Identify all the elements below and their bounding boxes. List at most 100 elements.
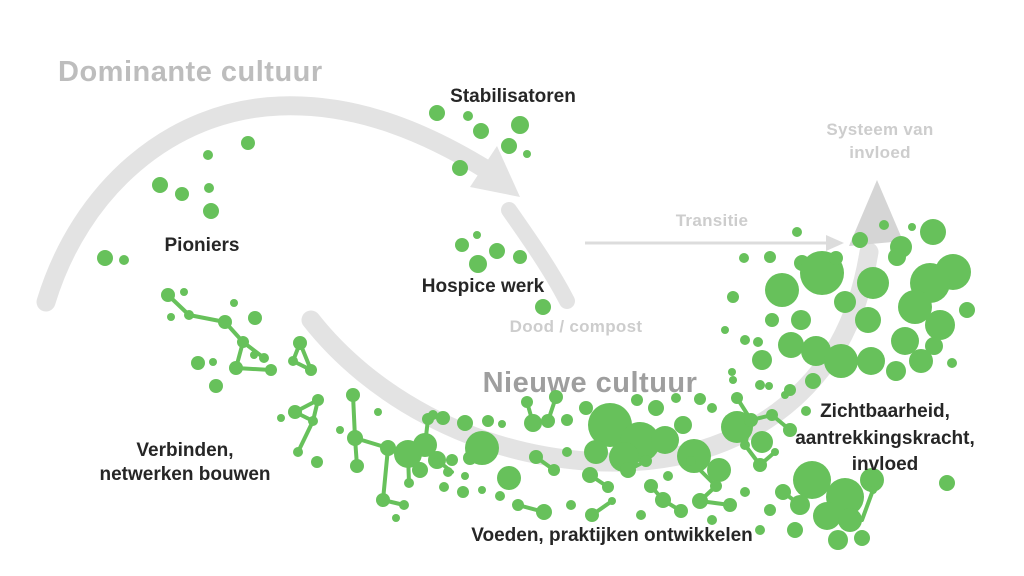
- network-dot: [744, 413, 758, 427]
- network-dot: [312, 394, 324, 406]
- network-dot: [813, 502, 841, 530]
- network-dot: [175, 187, 189, 201]
- network-dot: [529, 450, 543, 464]
- network-dot: [501, 138, 517, 154]
- network-dot: [511, 116, 529, 134]
- labels-layer: Stabilisatoren Pioniers Hospice werk Doo…: [99, 86, 974, 546]
- new-culture-title: Nieuwe cultuur: [483, 367, 698, 399]
- network-dot: [392, 514, 400, 522]
- network-dot: [765, 273, 799, 307]
- network-dot: [457, 486, 469, 498]
- network-dot: [293, 447, 303, 457]
- network-dot: [191, 356, 205, 370]
- network-dot: [908, 223, 916, 231]
- network-dot: [784, 384, 796, 396]
- network-dot: [465, 431, 499, 465]
- network-dot: [631, 394, 643, 406]
- network-dot: [473, 123, 489, 139]
- network-dot: [620, 462, 636, 478]
- network-dot: [854, 530, 870, 546]
- network-dot: [180, 288, 188, 296]
- hospice-work-label: Hospice werk: [422, 276, 545, 297]
- network-dot: [536, 504, 552, 520]
- network-dot: [562, 447, 572, 457]
- network-dot: [374, 408, 382, 416]
- network-dot: [677, 439, 711, 473]
- network-dot: [305, 364, 317, 376]
- network-dot: [549, 390, 563, 404]
- network-dot: [579, 401, 593, 415]
- network-dot: [237, 336, 249, 348]
- network-dot: [765, 382, 773, 390]
- network-dot: [778, 332, 804, 358]
- stabilizers-label: Stabilisatoren: [450, 86, 576, 107]
- network-dot: [805, 373, 821, 389]
- network-dot: [674, 504, 688, 518]
- network-dot: [584, 440, 608, 464]
- network-dot: [729, 376, 737, 384]
- network-dot: [694, 393, 706, 405]
- network-dot: [898, 290, 932, 324]
- network-dot: [455, 238, 469, 252]
- visibility-label-line1: Zichtbaarheid,: [820, 401, 950, 422]
- network-dot: [582, 467, 598, 483]
- network-dot: [886, 361, 906, 381]
- network-dot: [888, 248, 906, 266]
- dominant-culture-title: Dominante cultuur: [58, 56, 323, 88]
- network-dot: [740, 335, 750, 345]
- network-dot: [413, 433, 437, 457]
- network-dot: [336, 426, 344, 434]
- network-dot: [648, 400, 664, 416]
- network-dot: [775, 484, 791, 500]
- network-dot: [891, 327, 919, 355]
- network-dot: [783, 423, 797, 437]
- network-dot: [446, 454, 458, 466]
- network-dot: [721, 326, 729, 334]
- network-dot: [495, 491, 505, 501]
- network-dot: [167, 313, 175, 321]
- network-edge: [860, 488, 875, 522]
- network-dot: [541, 414, 555, 428]
- network-dot: [663, 471, 673, 481]
- network-dot: [439, 482, 449, 492]
- network-dot: [727, 291, 739, 303]
- new-culture-arc: [301, 242, 879, 472]
- network-dot: [161, 288, 175, 302]
- network-dot: [347, 430, 363, 446]
- arcs-layer: [36, 96, 903, 472]
- network-dot: [829, 251, 843, 265]
- connect-label-line1: Verbinden,: [136, 440, 233, 461]
- network-dot: [203, 203, 219, 219]
- decline-tail-arc: [501, 202, 575, 309]
- network-dot: [838, 508, 862, 532]
- network-dot: [787, 522, 803, 538]
- network-dot: [259, 353, 269, 363]
- network-dot: [860, 468, 884, 492]
- network-dot: [651, 426, 679, 454]
- network-dot: [428, 410, 438, 420]
- network-dot: [489, 243, 505, 259]
- network-dot: [728, 368, 736, 376]
- network-dot: [399, 500, 409, 510]
- network-dot: [731, 392, 743, 404]
- network-dot: [755, 525, 765, 535]
- network-dot: [311, 456, 323, 468]
- network-dot: [97, 250, 113, 266]
- network-dot: [740, 440, 750, 450]
- network-dot: [229, 361, 243, 375]
- network-dot: [429, 105, 445, 121]
- network-dot: [765, 313, 779, 327]
- network-dot: [265, 364, 277, 376]
- network-dot: [692, 493, 708, 509]
- network-dot: [771, 448, 779, 456]
- network-dot: [752, 350, 772, 370]
- network-dot: [655, 492, 671, 508]
- network-dot: [671, 393, 681, 403]
- network-dot: [740, 487, 750, 497]
- emergence-arrowhead-icon: [849, 180, 903, 246]
- network-dot: [739, 253, 749, 263]
- network-dot: [852, 232, 868, 248]
- network-dot: [436, 411, 450, 425]
- network-dot: [585, 508, 599, 522]
